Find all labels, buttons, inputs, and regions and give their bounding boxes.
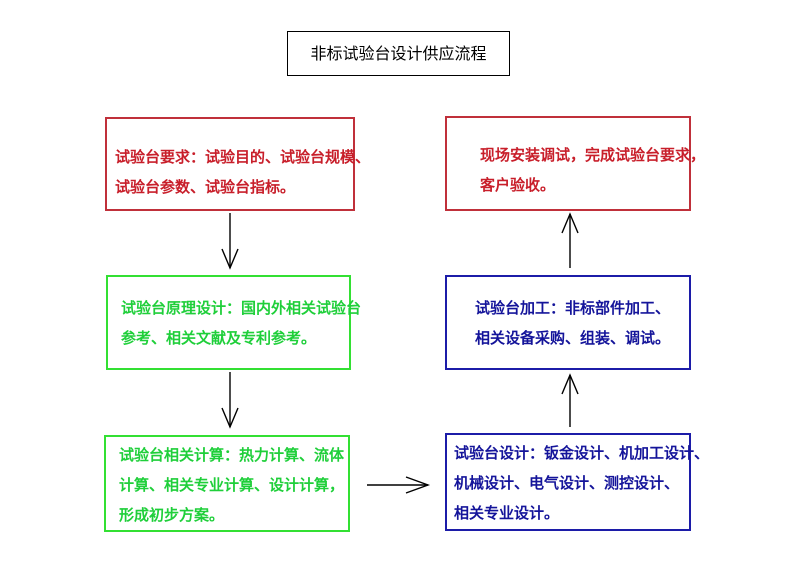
installation-line: 客户验收。 (480, 176, 556, 194)
up-arrow-processing-to-installation (561, 212, 579, 268)
right-arrow-calculation-to-design (367, 476, 431, 494)
calculation-line: 试验台相关计算：热力计算、流体 (119, 446, 345, 464)
requirements-line: 试验台要求：试验目的、试验台规模、 (115, 148, 371, 166)
test-bench-design-box: 试验台设计：钣金设计、机加工设计、 机械设计、电气设计、测控设计、 相关专业设计… (445, 433, 710, 531)
requirements-box: 试验台要求：试验目的、试验台规模、 试验台参数、试验台指标。 (105, 117, 371, 211)
principle-design-line: 参考、相关文献及专利参考。 (121, 329, 317, 347)
processing-line: 试验台加工：非标部件加工、 (475, 299, 671, 317)
page-title: 非标试验台设计供应流程 (287, 31, 510, 76)
calculation-line: 形成初步方案。 (119, 506, 225, 524)
principle-design-box: 试验台原理设计：国内外相关试验台 参考、相关文献及专利参考。 (106, 275, 362, 370)
requirements-line: 试验台参数、试验台指标。 (115, 178, 296, 196)
up-arrow-design-to-processing (561, 373, 579, 427)
installation-box: 现场安装调试，完成试验台要求， 客户验收。 (445, 116, 706, 211)
calculation-box: 试验台相关计算：热力计算、流体 计算、相关专业计算、设计计算， 形成初步方案。 (104, 435, 350, 532)
principle-design-line: 试验台原理设计：国内外相关试验台 (121, 299, 362, 317)
down-arrow-requirements-to-principle (221, 213, 239, 270)
down-arrow-principle-to-calculation (221, 372, 239, 429)
calculation-line: 计算、相关专业计算、设计计算， (119, 476, 345, 494)
test-bench-design-line: 机械设计、电气设计、测控设计、 (454, 474, 680, 492)
processing-line: 相关设备采购、组装、调试。 (475, 329, 671, 347)
processing-box: 试验台加工：非标部件加工、 相关设备采购、组装、调试。 (445, 275, 691, 370)
test-bench-design-line: 试验台设计：钣金设计、机加工设计、 (454, 444, 710, 462)
test-bench-design-line: 相关专业设计。 (454, 504, 560, 522)
installation-line: 现场安装调试，完成试验台要求， (480, 146, 706, 164)
